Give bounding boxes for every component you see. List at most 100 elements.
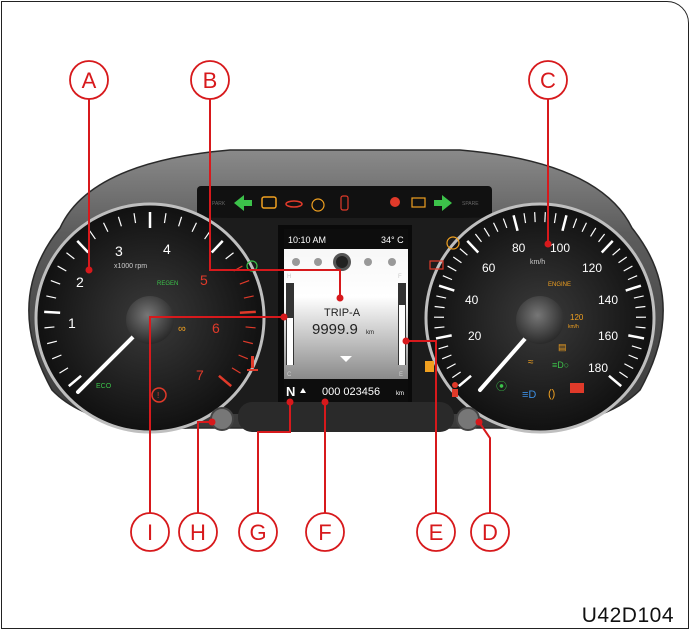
gauge-tick xyxy=(608,374,623,388)
gauge-tick xyxy=(435,334,452,340)
svg-text:∞: ∞ xyxy=(178,323,186,335)
glow-plug-icon: ∞ xyxy=(178,323,186,335)
gauge-tick xyxy=(436,295,447,299)
gauge-tick xyxy=(623,265,633,272)
gauge-tick xyxy=(245,326,256,329)
speedo-num-20: 20 xyxy=(468,329,482,343)
gauge-tick xyxy=(572,218,578,229)
gear-indicator: N xyxy=(286,384,295,399)
gauge-tick xyxy=(598,233,606,243)
svg-text:(): () xyxy=(548,388,555,400)
gauge-tick xyxy=(67,374,82,388)
gauge-tick xyxy=(474,233,482,243)
gauge-tick xyxy=(581,222,588,232)
position-light-icon: ≡D○ xyxy=(552,360,569,370)
gauge-tick xyxy=(66,252,75,260)
temp-cold-mark: C xyxy=(287,372,292,378)
engine-indicator: ENGINE xyxy=(548,282,571,288)
odometer-value: 000 023456 xyxy=(322,386,380,398)
gauge-tick xyxy=(239,280,250,285)
speedo-num-80: 80 xyxy=(512,241,526,255)
engine-check-icon xyxy=(261,196,277,209)
gauge-tick xyxy=(483,227,490,237)
gauge-tick xyxy=(434,326,445,329)
callout-i-circle xyxy=(130,512,170,552)
gauge-tick xyxy=(238,354,249,360)
callout-c: C xyxy=(540,68,556,93)
callout-d-circle xyxy=(470,512,510,552)
svg-text:≡D: ≡D xyxy=(522,389,536,401)
speed-limit-unit: km/h xyxy=(568,324,579,330)
gauge-tick xyxy=(627,275,638,281)
trip-label: TRIP-A xyxy=(324,307,361,319)
gauge-tick xyxy=(438,345,449,350)
speed-limit-value: 120 xyxy=(570,313,584,322)
gauge-tick xyxy=(441,354,452,360)
callout-d: D xyxy=(482,520,498,545)
gauge-tick xyxy=(459,248,468,256)
gauge-tick xyxy=(44,326,55,329)
gauge-tick xyxy=(59,367,69,374)
regen-label: REGEN xyxy=(157,281,178,287)
callout-f-circle xyxy=(305,512,345,552)
display-time: 10:10 AM xyxy=(288,235,326,245)
start-stop-icon xyxy=(311,198,325,212)
gauge-tick xyxy=(57,265,67,272)
gauge-tick xyxy=(553,213,557,224)
fuel-empty-mark: E xyxy=(399,372,403,378)
right-turn-indicator-icon xyxy=(434,195,452,211)
gauge-tick xyxy=(163,213,167,224)
speedo-num-140: 140 xyxy=(598,293,618,307)
callout-i: I xyxy=(147,520,153,545)
gauge-tick xyxy=(625,284,642,292)
tacho-num-3: 3 xyxy=(115,243,123,259)
callout-g: G xyxy=(249,520,266,545)
glow-icon xyxy=(411,197,426,208)
left-turn-indicator-icon xyxy=(234,195,252,211)
display-status-row xyxy=(284,229,408,249)
gauge-tick xyxy=(76,240,90,254)
abs-warning-icon xyxy=(446,236,460,250)
gauge-tick xyxy=(44,310,61,315)
gauge-tick xyxy=(618,256,628,264)
svg-text:≈: ≈ xyxy=(528,357,534,368)
seatbelt-icon xyxy=(452,382,458,397)
speedo-num-160: 160 xyxy=(598,329,618,343)
gauge-tick xyxy=(178,216,183,227)
gauge-tick xyxy=(635,326,646,329)
tacho-num-6: 6 xyxy=(212,320,220,336)
speedo-num-60: 60 xyxy=(482,261,496,275)
callout-g-circle xyxy=(238,512,278,552)
gauge-tick xyxy=(492,222,499,232)
mode-button-label[interactable]: MODE xyxy=(463,433,484,440)
display-temperature: 34° C xyxy=(381,235,404,245)
svg-text:⦿: ⦿ xyxy=(496,380,507,393)
callout-h: H xyxy=(190,520,206,545)
speedo-num-100: 100 xyxy=(550,241,570,255)
tacho-num-7: 7 xyxy=(196,367,204,383)
gauge-tick xyxy=(534,212,536,223)
temp-hot-mark: H xyxy=(287,274,291,280)
callout-h-circle xyxy=(178,512,218,552)
tacho-unit: x1000 rpm xyxy=(114,263,147,270)
fuel-full-mark: F xyxy=(398,274,402,280)
set-knob[interactable] xyxy=(210,407,234,431)
gauge-tick xyxy=(624,363,634,370)
gauge-tick xyxy=(446,363,456,370)
speedo-num-180: 180 xyxy=(588,361,608,375)
gauge-tick xyxy=(523,213,527,224)
gauge-tick xyxy=(47,340,57,345)
set-button-label[interactable]: SET xyxy=(207,433,221,440)
door-open-icon xyxy=(570,383,584,393)
fog-light-front-icon: ⦿ xyxy=(496,380,507,393)
brake-warning-icon: ! xyxy=(151,387,167,403)
figure-id: U42D104 xyxy=(581,604,674,627)
gauge-tick xyxy=(600,240,614,254)
tacho-num-4: 4 xyxy=(163,241,171,257)
gauge-tick xyxy=(225,252,234,260)
mode-knob[interactable] xyxy=(456,407,480,431)
key-icon xyxy=(340,195,349,211)
gauge-tick xyxy=(231,367,241,374)
oil-pressure-icon xyxy=(285,200,303,208)
